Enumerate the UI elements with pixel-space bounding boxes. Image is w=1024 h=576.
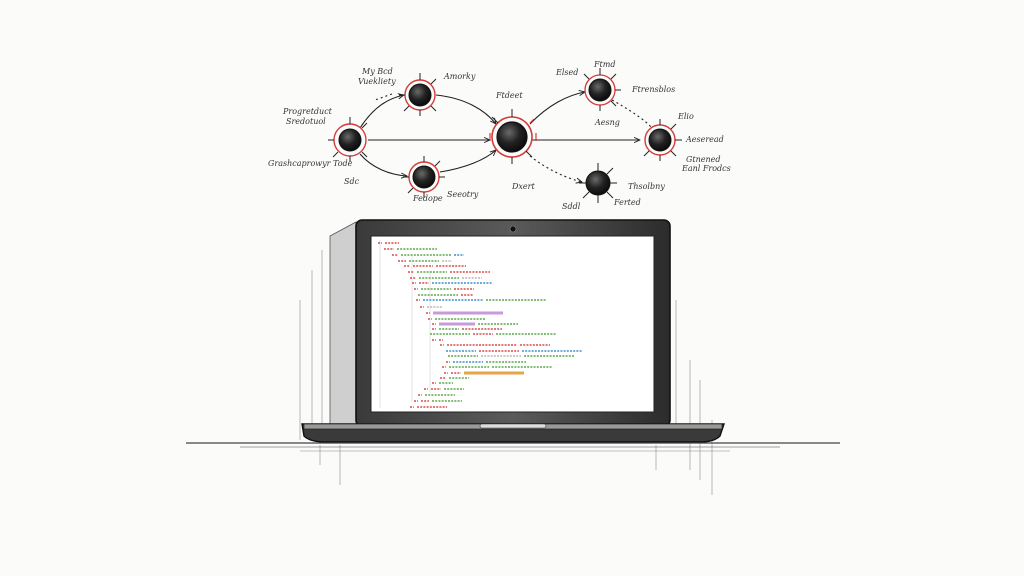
- label-n3-right: Ftrensblos: [631, 85, 675, 94]
- node-center: [489, 109, 537, 164]
- label-n0-bottom: Sdc: [344, 177, 360, 186]
- laptop-screen: [370, 235, 655, 413]
- label-n1-top-b: Vuekliety: [358, 77, 396, 86]
- label-n0-left-b: Sredotuol: [286, 117, 326, 126]
- label-n5-right: Thsolbny: [628, 182, 665, 191]
- label-n4-bottom-b: Eanl Frodcs: [681, 164, 731, 173]
- ground-lines: [186, 442, 840, 452]
- label-n4-bottom-a: Gtnened: [686, 155, 721, 164]
- label-n4-right-top: Elio: [677, 112, 694, 121]
- edge-n2-center: [439, 150, 496, 173]
- laptop: [186, 219, 840, 495]
- network-diagram: My Bcd Vuekliety Amorky Progretduct Sred…: [268, 60, 731, 211]
- edge-n1-center: [435, 94, 496, 124]
- label-n5-bottom-left: Sddl: [562, 202, 581, 211]
- label-n2-right: Seeotry: [447, 190, 479, 199]
- label-center-top: Ftdeet: [495, 91, 523, 100]
- label-n0-bottom-left: Grashcaprowyr Tode: [268, 159, 353, 168]
- webcam-icon: [509, 225, 517, 233]
- label-n0-left-a: Progretduct: [282, 107, 333, 116]
- label-n3-bottom: Aesng: [594, 118, 620, 127]
- edge-center-n3: [529, 92, 585, 125]
- node-4: [643, 119, 682, 161]
- lid-back: [329, 221, 357, 433]
- edge-n3-n4: [611, 99, 653, 129]
- trackpad-notch: [479, 423, 547, 429]
- label-n3-top-b: Ftmd: [593, 60, 615, 69]
- node-3: [583, 68, 621, 111]
- node-0: [328, 117, 368, 162]
- node-5: [579, 163, 617, 203]
- label-center-bottom: Dxert: [511, 182, 535, 191]
- edge-n1-stub: [374, 93, 393, 101]
- diagram-edges: [359, 92, 653, 182]
- label-n1-top-a: My Bcd: [361, 67, 393, 76]
- label-n3-top-a: Elsed: [555, 68, 578, 77]
- node-1: [399, 73, 437, 116]
- diagram-labels: My Bcd Vuekliety Amorky Progretduct Sred…: [268, 60, 731, 211]
- label-n2-bottom: Fedope: [412, 194, 443, 203]
- label-n4-right: Aeseread: [685, 135, 724, 144]
- edge-n0-n1: [359, 95, 404, 129]
- label-n1-right: Amorky: [443, 72, 476, 81]
- node-2: [403, 156, 445, 198]
- code-editor: [378, 240, 582, 408]
- label-n5-bottom: Ferted: [613, 198, 641, 207]
- edge-n0-n2: [359, 153, 407, 176]
- edge-center-n5: [529, 155, 582, 182]
